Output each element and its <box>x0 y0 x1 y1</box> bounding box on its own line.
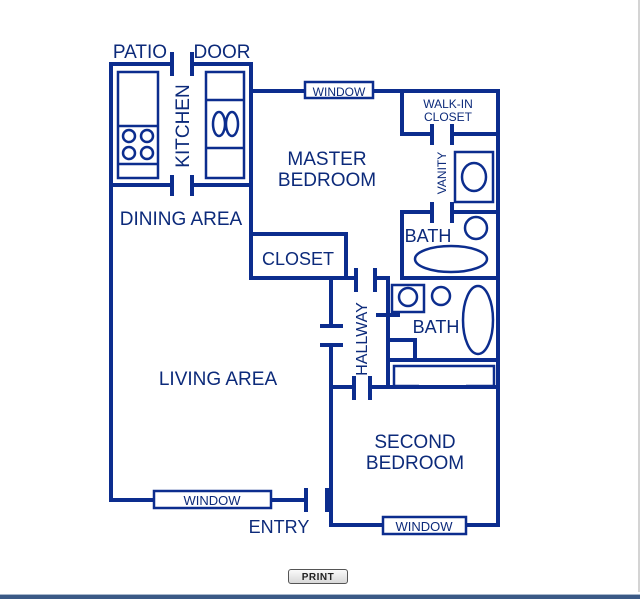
label-master-1: MASTER <box>287 149 366 170</box>
label-hallway: HALLWAY <box>354 302 371 376</box>
label-walkin-2: CLOSET <box>424 110 473 124</box>
kitchen-right-wall <box>190 62 348 280</box>
outer-wall-left <box>109 62 174 502</box>
bedroom2-closet <box>392 364 496 388</box>
tub-icon <box>413 244 489 274</box>
label-living-area: LIVING AREA <box>159 369 278 390</box>
vanity-sink-icon <box>460 161 488 193</box>
label-patio: PATIO <box>113 42 167 63</box>
bottom-border-bar <box>0 594 640 599</box>
page-right-border <box>638 0 640 592</box>
window-master-bedroom <box>303 80 375 100</box>
window-second-bedroom <box>381 515 468 536</box>
print-button[interactable]: PRINT <box>288 569 348 584</box>
bath2-toilet-icon <box>430 285 452 307</box>
label-closet: CLOSET <box>262 249 334 269</box>
bath2-sink-box <box>390 283 426 314</box>
label-entry: ENTRY <box>249 517 310 537</box>
label-master-2: BEDROOM <box>278 170 376 191</box>
counter-right <box>204 70 246 180</box>
label-window-master: WINDOW <box>313 85 366 99</box>
toilet-icon <box>463 215 489 241</box>
outer-wall-right <box>371 89 500 527</box>
window-living-area <box>152 489 273 510</box>
label-second-bath: BATH <box>413 317 460 337</box>
second-bedroom-bottom-left <box>329 498 385 527</box>
label-walkin-1: WALK-IN <box>423 97 473 111</box>
label-vanity: VANITY <box>435 152 449 194</box>
sink-icon <box>211 110 227 138</box>
bath2-sink-icon <box>397 286 419 308</box>
stove-burner-icon <box>121 128 137 144</box>
label-second-bedroom-2: BEDROOM <box>366 453 464 474</box>
vanity-sink-box <box>453 150 495 204</box>
label-window-second-bedroom: WINDOW <box>395 519 453 534</box>
bath2-tub-icon <box>461 284 495 356</box>
label-second-bedroom-1: SECOND <box>374 432 455 453</box>
label-kitchen: KITCHEN <box>173 84 194 167</box>
label-door: DOOR <box>194 42 251 63</box>
label-master-bath: BATH <box>405 226 452 246</box>
label-window-living: WINDOW <box>183 493 241 508</box>
label-dining-area: DINING AREA <box>120 209 243 230</box>
